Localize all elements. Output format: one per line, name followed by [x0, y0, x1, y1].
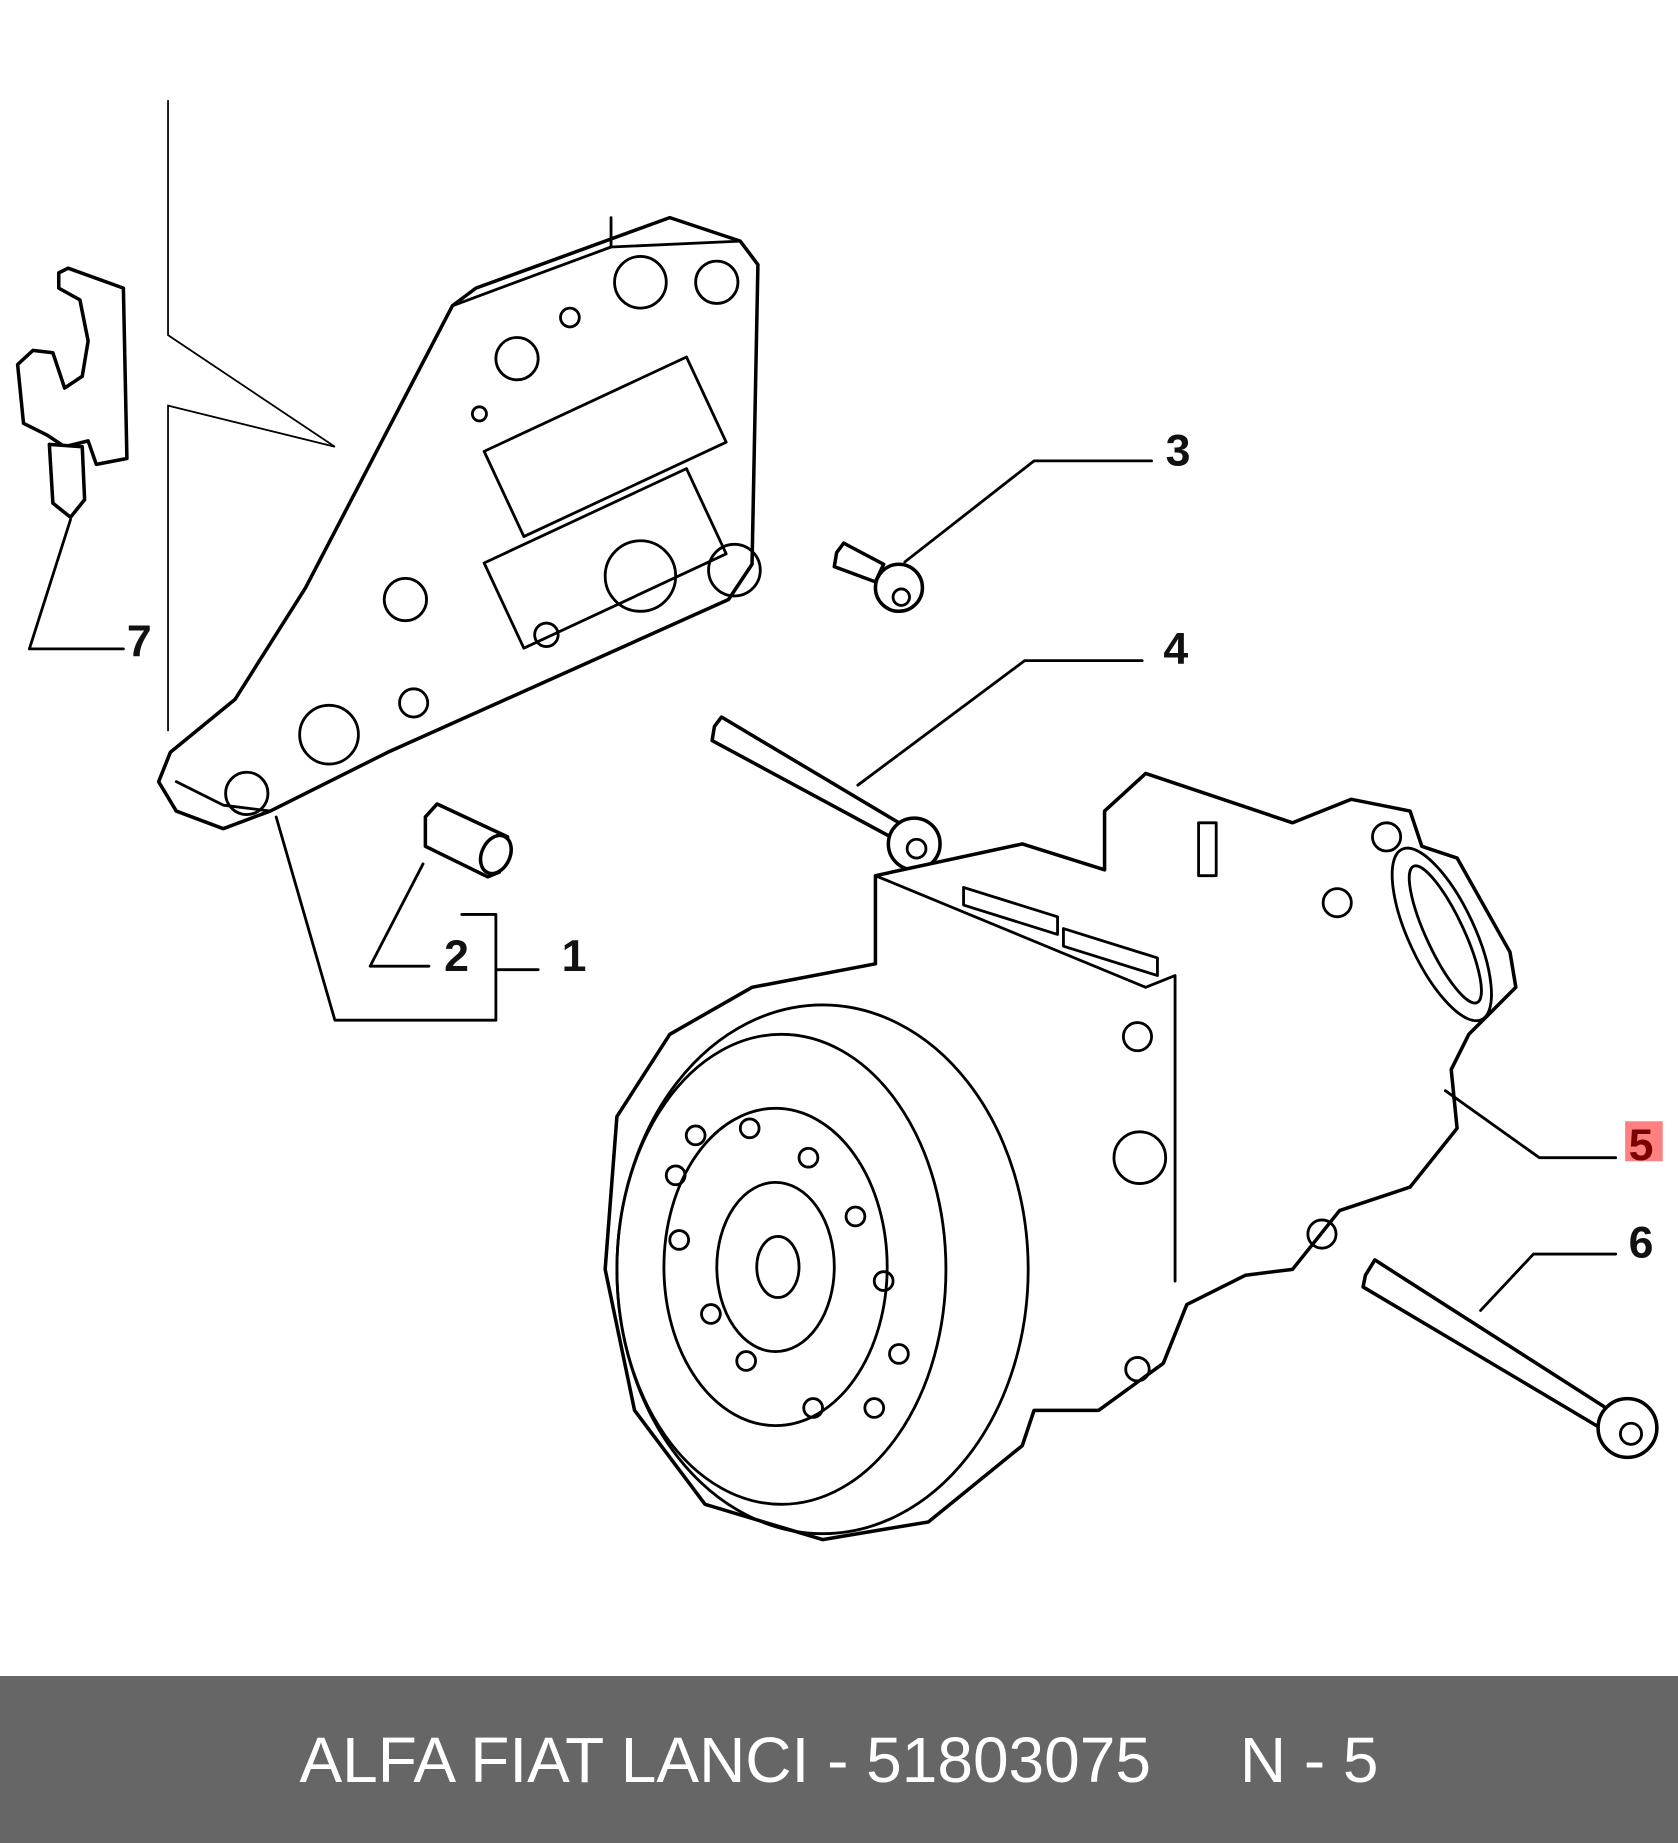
- bolt-part-4: [710, 715, 942, 872]
- callout-6: 6: [1629, 1219, 1654, 1268]
- sleeve-part-2: [423, 802, 513, 879]
- bolt-part-3: [832, 541, 925, 614]
- part-number-footer: ALFA FIAT LANCI - 51803075 N - 5: [0, 1676, 1678, 1843]
- clip-part-7: [15, 266, 129, 520]
- callout-labels: 1 2 3 4 5 6 7: [127, 427, 1663, 1268]
- callout-4: 4: [1163, 625, 1188, 674]
- callout-5: 5: [1629, 1121, 1654, 1170]
- pulley-holes: [664, 1117, 910, 1419]
- leader-lines: [27, 459, 1618, 1312]
- bracket-part-1: [156, 215, 762, 831]
- callout-5-highlight: [1625, 1121, 1663, 1162]
- guide-lines: [167, 100, 336, 732]
- bolt-part-6: [1361, 1258, 1659, 1460]
- callout-7: 7: [127, 617, 152, 666]
- footer-text: ALFA FIAT LANCI - 51803075 N - 5: [299, 1723, 1379, 1796]
- compressor-part-5: [603, 771, 1518, 1542]
- callout-3: 3: [1166, 427, 1191, 476]
- callout-2: 2: [444, 932, 469, 981]
- callout-1: 1: [562, 932, 587, 981]
